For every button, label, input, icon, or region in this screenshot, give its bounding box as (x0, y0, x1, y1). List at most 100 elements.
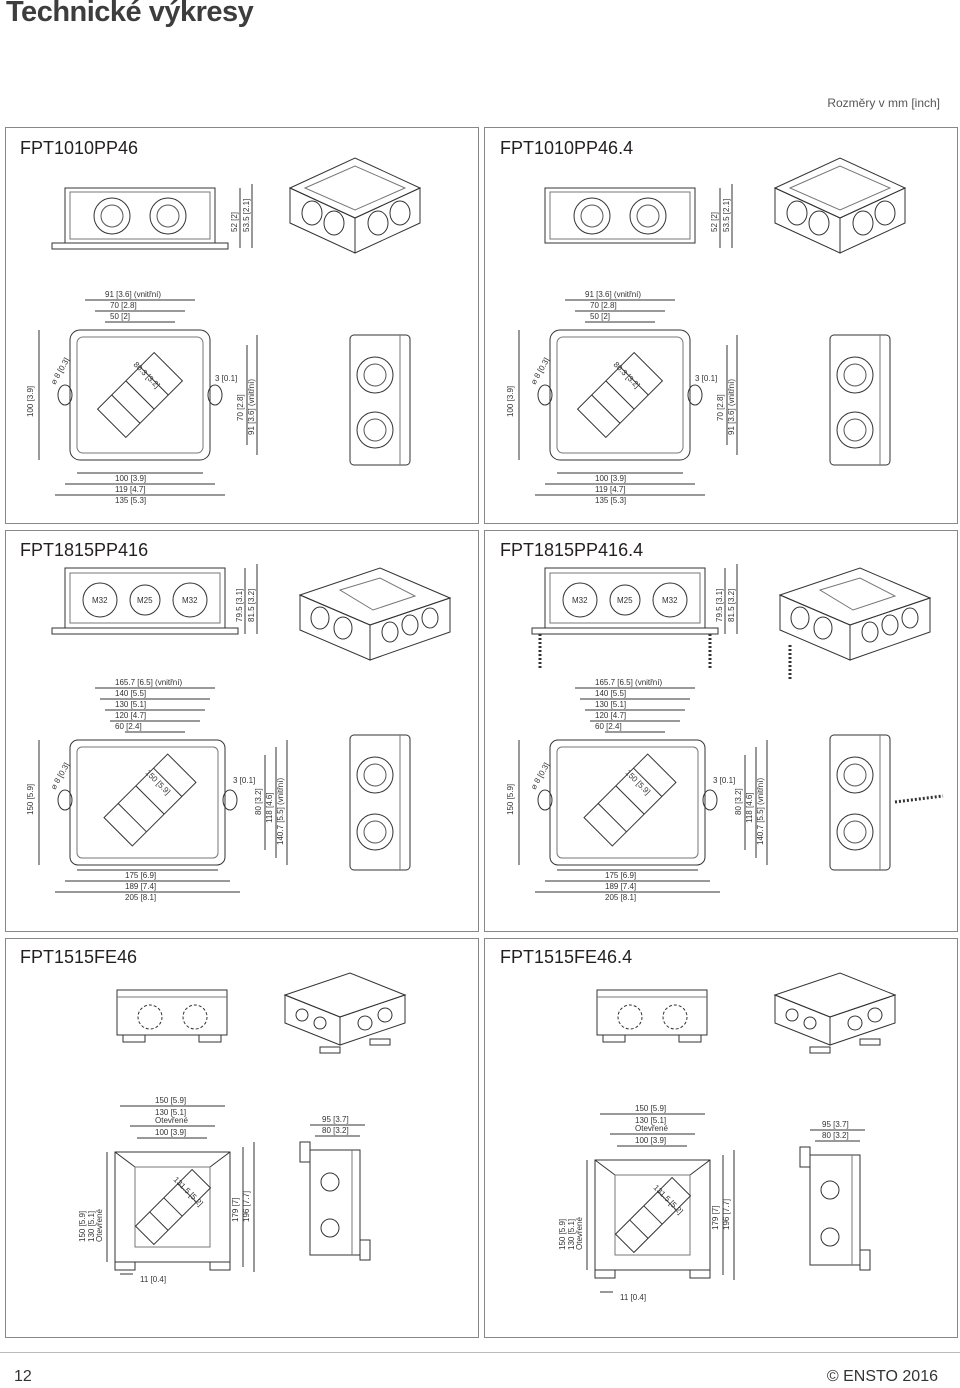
product-name: FPT1815PP416 (20, 540, 149, 560)
height-dim: 196 [7.7] (242, 1191, 251, 1222)
wall-dim: 3 [0.1] (233, 776, 255, 785)
width-dim: 100 [3.9] (635, 1136, 666, 1145)
width-dim: 130 [5.1] (595, 700, 626, 709)
gland-label: M25 (137, 596, 153, 605)
hole-dim: ⌀ 8 [0.3] (529, 356, 551, 386)
height-dim: 118 [4.6] (265, 792, 274, 823)
width-dim: 150 [5.9] (635, 1104, 666, 1113)
isometric-view-drawing (773, 157, 907, 254)
isometric-view-drawing (778, 567, 932, 680)
page-title: Technické výkresy (6, 0, 254, 28)
width-dim: Otevřené (155, 1116, 188, 1125)
isometric-view-drawing (298, 567, 452, 661)
hole-dim: ⌀ 8 [0.3] (49, 356, 71, 386)
width-dim: 60 [2.4] (115, 722, 142, 731)
page-number: 12 (14, 1368, 32, 1385)
product-name: FPT1515FE46.4 (500, 947, 633, 967)
width-dim: 120 [4.7] (115, 711, 146, 720)
side-view-drawing (349, 734, 411, 871)
side-height-dim: 79.5 [3.1] (235, 589, 244, 622)
front-view-drawing: 52 [2] 53.5 [2.1] (51, 184, 253, 250)
height-dim: 150 [5.9] (558, 1219, 567, 1250)
side-view-drawing (829, 734, 944, 871)
width-dim: 100 [3.9] (155, 1128, 186, 1137)
width-dim: 70 [2.8] (110, 301, 137, 310)
width-dim: 165.7 [6.5] (vnitřní) (115, 678, 182, 687)
width-dim: 119 [4.7] (595, 485, 626, 494)
width-dim: 175 [6.9] (605, 871, 636, 880)
side-width-dim: 80 [3.2] (322, 1126, 349, 1135)
gland-label: M32 (182, 596, 198, 605)
side-view-drawing (829, 334, 891, 466)
height-dim: 196 [7.7] (722, 1199, 731, 1230)
width-dim: 91 [3.6] (vnitřní) (585, 290, 641, 299)
width-dim: 140 [5.5] (595, 689, 626, 698)
width-dim: 140 [5.5] (115, 689, 146, 698)
height-dim: 150 [5.9] (78, 1211, 87, 1242)
wall-dim: 3 [0.1] (695, 374, 717, 383)
width-dim: 60 [2.4] (595, 722, 622, 731)
height-dim: 100 [3.9] (506, 386, 515, 417)
width-dim: 150 [5.9] (155, 1096, 186, 1105)
front-view-drawing: 52 [2] 53.5 [2.1] (544, 184, 733, 248)
product-name: FPT1010PP46.4 (500, 138, 634, 158)
width-dim: 50 [2] (590, 312, 610, 321)
gland-label: M25 (617, 596, 633, 605)
top-view-drawing: 165.7 [6.5] (vnitřní) 140 [5.5] 130 [5.1… (26, 678, 288, 902)
side-width-dim: 95 [3.7] (822, 1120, 849, 1129)
side-view-drawing: 95 [3.7] 80 [3.2] (299, 1115, 371, 1261)
height-dim: 179 [7] (231, 1198, 240, 1222)
hole-dim: ⌀ 8 [0.3] (49, 761, 71, 791)
width-dim: 205 [8.1] (605, 893, 636, 902)
hole-dim: ⌀ 8 [0.3] (529, 761, 551, 791)
width-dim: 205 [8.1] (125, 893, 156, 902)
product-panel-fpt1515fe46-4 (484, 938, 958, 1338)
isometric-view-drawing (773, 972, 897, 1054)
width-dim: 130 [5.1] (115, 700, 146, 709)
units-note: Rozměry v mm [inch] (827, 96, 940, 110)
front-view-drawing (116, 989, 228, 1043)
product-name: FPT1010PP46 (20, 138, 139, 158)
width-dim: 11 [0.4] (140, 1275, 166, 1284)
gland-label: M32 (92, 596, 108, 605)
height-dim: Otevřené (575, 1217, 584, 1250)
width-dim: 119 [4.7] (115, 485, 146, 494)
height-dim: 80 [3.2] (254, 788, 263, 815)
top-view-drawing: 150 [5.9] 130 [5.1] Otevřené 100 [3.9] 1… (78, 1096, 255, 1284)
side-height-dim: 53.5 [2.1] (722, 199, 731, 232)
top-view-drawing: 150 [5.9] 130 [5.1] Otevřené 100 [3.9] 1… (558, 1104, 735, 1302)
top-view-drawing: 165.7 [6.5] (vnitřní) 140 [5.5] 130 [5.1… (506, 678, 768, 902)
width-dim: 189 [7.4] (125, 882, 156, 891)
side-height-dim: 81.5 [3.2] (247, 589, 256, 622)
height-dim: 130 [5.1] (567, 1219, 576, 1250)
top-view-drawing: 91 [3.6] (vnitřní) 70 [2.8] 50 [2] ⌀ 8 [… (506, 290, 738, 505)
side-height-dim: 52 [2] (710, 212, 719, 232)
width-dim: 100 [3.9] (595, 474, 626, 483)
width-dim: 130 [5.1] (635, 1116, 666, 1125)
front-view-drawing: M32 M25 M32 79.5 [3.1] 81.5 [3.2] (531, 564, 738, 670)
product-panel-fpt1515fe46 (5, 938, 479, 1338)
side-width-dim: 80 [3.2] (822, 1131, 849, 1140)
width-dim: 50 [2] (110, 312, 130, 321)
width-dim: 189 [7.4] (605, 882, 636, 891)
top-view-drawing: 91 [3.6] (vnitřní) 70 [2.8] 50 [2] ⌀ 8 [… (26, 290, 258, 505)
side-view-drawing: 95 [3.7] 80 [3.2] (799, 1120, 871, 1271)
width-dim: 135 [5.3] (115, 496, 146, 505)
rail-dim: 131.5 [5.2] (652, 1183, 685, 1216)
wall-dim: 3 [0.1] (215, 374, 237, 383)
height-dim: 140.7 [5.5] (vnitřní) (756, 778, 765, 845)
front-view-drawing: M32 M25 M32 79.5 [3.1] 81.5 [3.2] (51, 564, 258, 635)
footer-divider (0, 1352, 960, 1353)
height-dim: 70 [2.8] (236, 394, 245, 421)
height-dim: 150 [5.9] (506, 784, 515, 815)
height-dim: 140.7 [5.5] (vnitřní) (276, 778, 285, 845)
copyright: © ENSTO 2016 (826, 1368, 938, 1385)
width-dim: 175 [6.9] (125, 871, 156, 880)
height-dim: Otevřené (95, 1209, 104, 1242)
product-name: FPT1515FE46 (20, 947, 138, 967)
height-dim: 130 [5.1] (87, 1211, 96, 1242)
product-name: FPT1815PP416.4 (500, 540, 644, 560)
width-dim: 11 [0.4] (620, 1293, 646, 1302)
gland-label: M32 (662, 596, 678, 605)
width-dim: 120 [4.7] (595, 711, 626, 720)
